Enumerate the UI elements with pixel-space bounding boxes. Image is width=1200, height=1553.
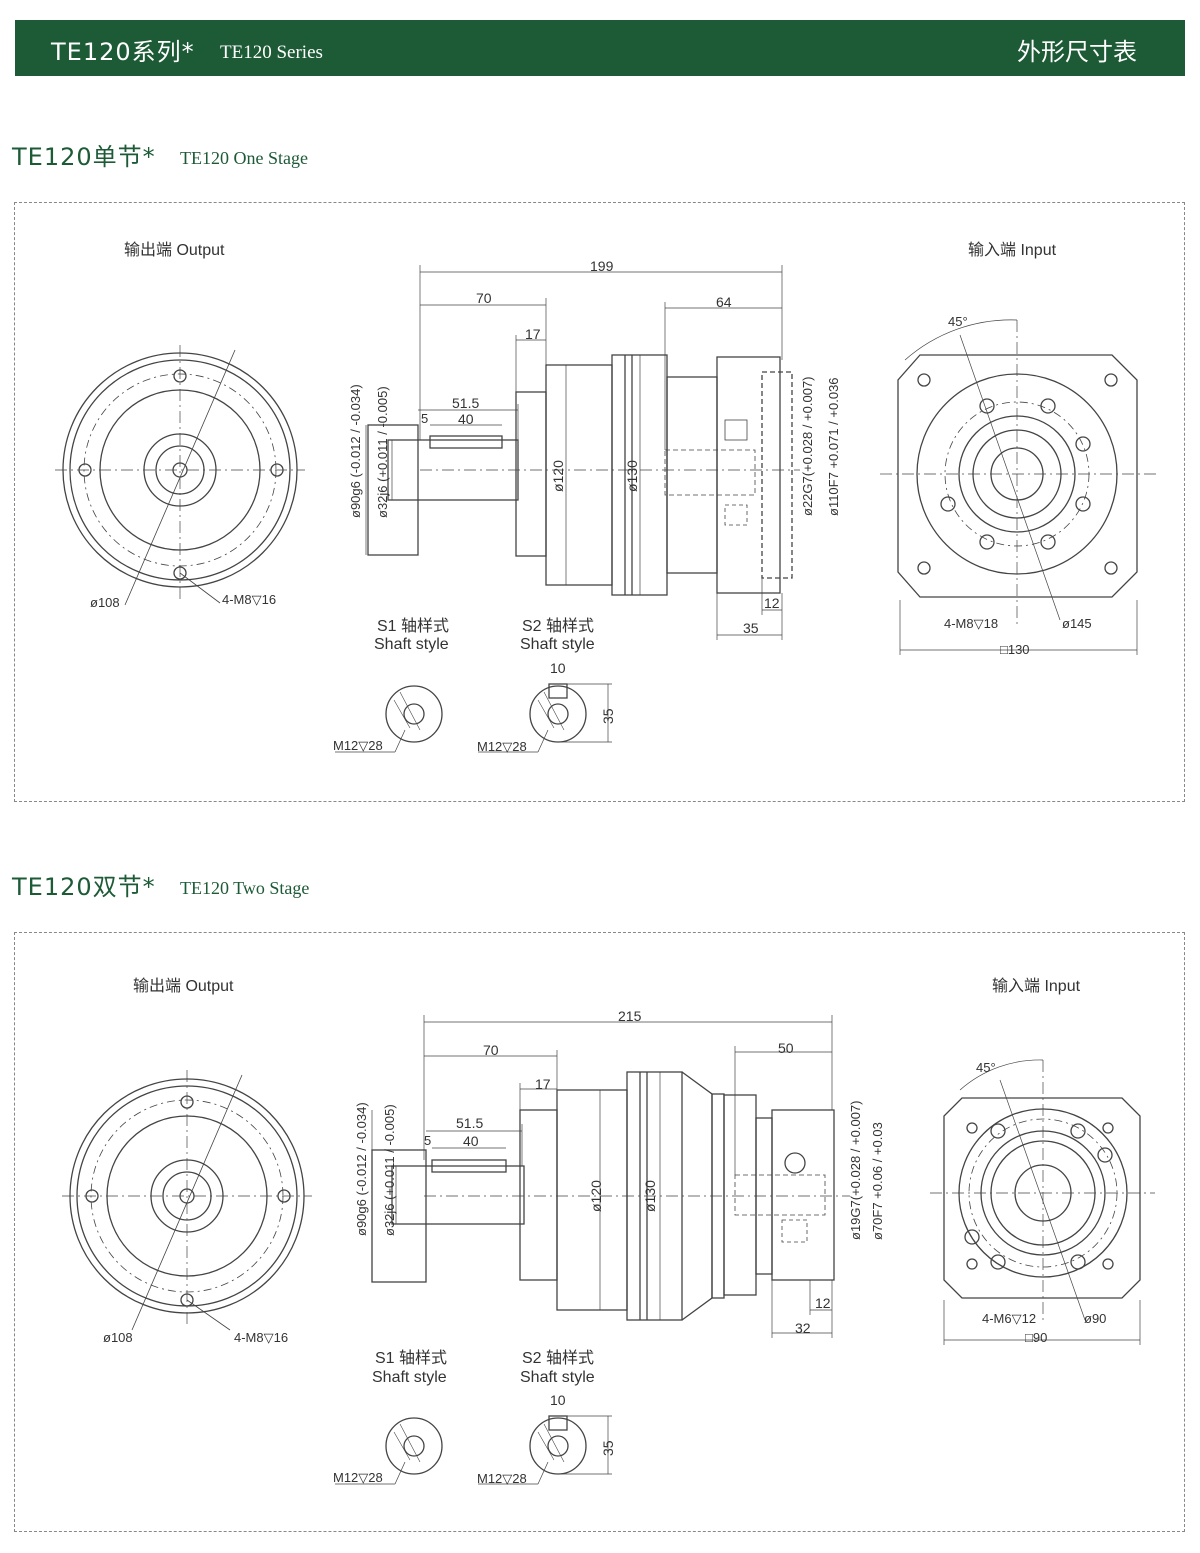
s1-s2-key-width: 10 bbox=[550, 660, 566, 676]
s1-s2-thread: M12▽28 bbox=[477, 739, 527, 754]
section1-subtitle: TE120 One Stage bbox=[180, 148, 308, 168]
s1-dim-d120: ø120 bbox=[550, 460, 566, 492]
s2-dim-f7: ø70F7 +0.06 / +0.03 bbox=[870, 1122, 885, 1240]
section1-frame bbox=[14, 202, 1185, 802]
s1-in-holes: 4-M8▽18 bbox=[944, 616, 999, 631]
section1-title: TE120单节* bbox=[12, 143, 156, 171]
header-right-title: 外形尺寸表 bbox=[1017, 38, 1137, 66]
s2-in-angle: 45° bbox=[976, 1060, 996, 1075]
s1-dim-51: 51.5 bbox=[452, 395, 480, 411]
s1-dim-64: 64 bbox=[716, 294, 732, 310]
s1-s1-sub: Shaft style bbox=[374, 636, 449, 653]
s2-dim-17: 17 bbox=[535, 1076, 551, 1092]
s1-input-label: 输入端 Input bbox=[968, 242, 1057, 259]
s2-dim-d130: ø130 bbox=[642, 1180, 658, 1212]
s2-dim-5: 5 bbox=[424, 1133, 432, 1148]
s1-dim-17: 17 bbox=[525, 326, 541, 342]
s2-out-diameter: ø108 bbox=[103, 1330, 133, 1345]
section2-title: TE120双节* bbox=[12, 873, 156, 901]
s1-s2-title: S2 轴样式 bbox=[522, 618, 595, 635]
s2-s1-title: S1 轴样式 bbox=[375, 1350, 448, 1367]
s1-dim-g7: ø22G7(+0.028 / +0.007) bbox=[800, 376, 815, 516]
s2-s1-sub: Shaft style bbox=[372, 1369, 447, 1386]
s2-output-label: 输出端 Output bbox=[133, 978, 234, 995]
s2-in-square: □90 bbox=[1025, 1330, 1048, 1345]
header-title-cn: TE120系列* bbox=[51, 38, 195, 66]
s2-dim-g6: ø90g6 (-0.012 / -0.034) bbox=[354, 1102, 369, 1236]
s2-dim-d120: ø120 bbox=[588, 1180, 604, 1212]
s1-dim-total: 199 bbox=[590, 258, 614, 274]
s1-output-label: 输出端 Output bbox=[124, 242, 225, 259]
header-title-en: TE120 Series bbox=[220, 42, 323, 63]
s1-dim-40: 40 bbox=[458, 411, 474, 427]
s1-s1-thread: M12▽28 bbox=[333, 738, 383, 753]
s2-s2-key-height: 35 bbox=[600, 1440, 616, 1456]
s1-s2-key-height: 35 bbox=[600, 708, 616, 724]
section2-frame bbox=[14, 932, 1185, 1532]
s2-dim-32: 32 bbox=[795, 1320, 811, 1336]
s1-out-holes: 4-M8▽16 bbox=[222, 592, 277, 607]
s2-in-pcd: ø90 bbox=[1084, 1311, 1107, 1326]
s2-dim-50: 50 bbox=[778, 1040, 794, 1056]
s2-input-label: 输入端 Input bbox=[992, 978, 1081, 995]
s2-s2-title: S2 轴样式 bbox=[522, 1350, 595, 1367]
s1-dim-f7: ø110F7 +0.071 / +0.036 bbox=[826, 377, 841, 516]
s2-s2-key-width: 10 bbox=[550, 1392, 566, 1408]
s2-dim-total: 215 bbox=[618, 1008, 642, 1024]
s2-s1-thread: M12▽28 bbox=[333, 1470, 383, 1485]
s1-out-diameter: ø108 bbox=[90, 595, 120, 610]
s1-in-angle: 45° bbox=[948, 314, 968, 329]
s2-dim-g7: ø19G7(+0.028 / +0.007) bbox=[848, 1100, 863, 1240]
s2-out-holes: 4-M8▽16 bbox=[234, 1330, 289, 1345]
s2-s2-sub: Shaft style bbox=[520, 1369, 595, 1386]
s1-s1-title: S1 轴样式 bbox=[377, 618, 450, 635]
s1-in-square: □130 bbox=[1000, 642, 1030, 657]
section2-subtitle: TE120 Two Stage bbox=[180, 878, 310, 898]
s2-dim-12: 12 bbox=[815, 1295, 831, 1311]
s2-dim-40: 40 bbox=[463, 1133, 479, 1149]
s1-dim-70: 70 bbox=[476, 290, 492, 306]
s1-dim-5: 5 bbox=[421, 411, 429, 426]
s2-dim-70: 70 bbox=[483, 1042, 499, 1058]
s2-s2-thread: M12▽28 bbox=[477, 1471, 527, 1486]
s1-dim-d130: ø130 bbox=[624, 460, 640, 492]
s2-dim-51: 51.5 bbox=[456, 1115, 484, 1131]
s2-dim-j6: ø32j6 (+0.011 / -0.005) bbox=[382, 1104, 397, 1236]
s1-in-pcd: ø145 bbox=[1062, 616, 1092, 631]
s1-dim-g6: ø90g6 (-0.012 / -0.034) bbox=[348, 384, 363, 518]
s1-dim-j6: ø32j6 (+0.011 / -0.005) bbox=[375, 386, 390, 518]
s2-in-holes: 4-M6▽12 bbox=[982, 1311, 1037, 1326]
s1-dim-35: 35 bbox=[743, 620, 759, 636]
s1-dim-12: 12 bbox=[764, 595, 780, 611]
header-banner: TE120系列* TE120 Series 外形尺寸表 bbox=[15, 20, 1185, 76]
s1-s2-sub: Shaft style bbox=[520, 636, 595, 653]
